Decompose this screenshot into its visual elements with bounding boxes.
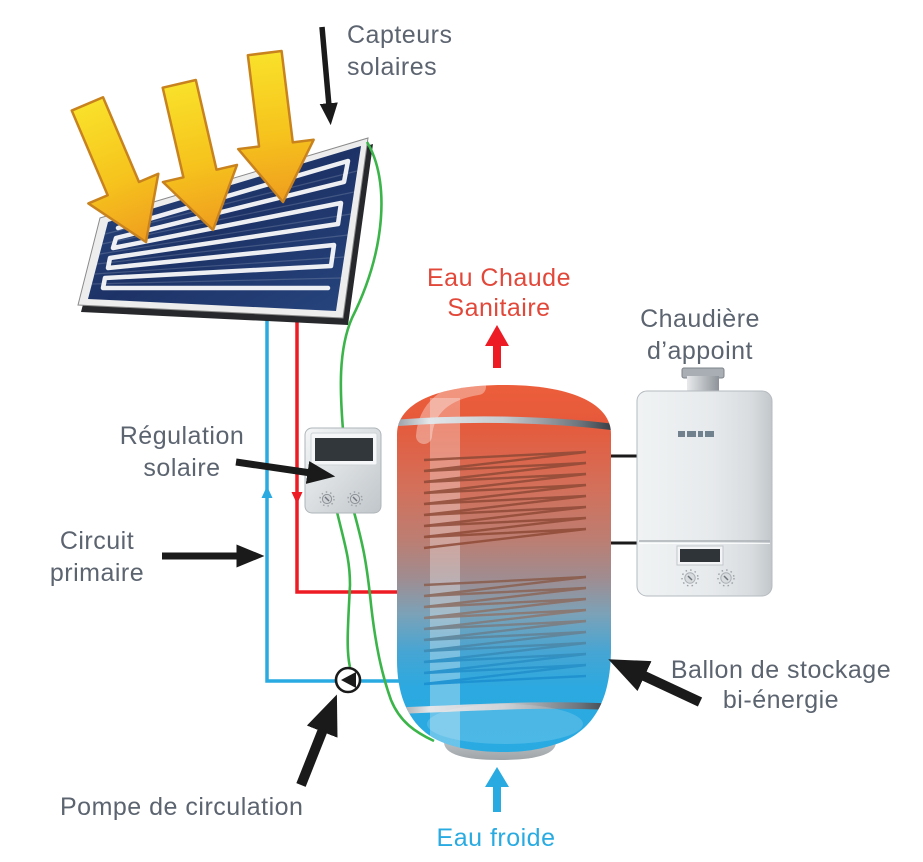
- label-capteurs-line1: Capteurs: [347, 21, 452, 49]
- tank-dome-highlight: [416, 385, 486, 444]
- hot-pipe: [295, 306, 408, 594]
- boiler-flue: [687, 376, 719, 393]
- cold-water-in-arrow-icon: [485, 767, 509, 812]
- boiler-knob-right: [717, 569, 735, 587]
- tank-details: [397, 385, 611, 748]
- circulation-pump-icon: [334, 666, 362, 694]
- boiler-body: [636, 390, 773, 597]
- label-circuit-line2: primaire: [50, 559, 144, 587]
- boiler-logo: [678, 431, 714, 437]
- boiler-display: [680, 549, 720, 562]
- pointer-arrows: [162, 26, 703, 787]
- label-eau-chaude-line2: Sanitaire: [447, 294, 550, 322]
- sensor-wires: [335, 141, 435, 743]
- pompe-pointer-arrow: [296, 694, 338, 787]
- upper-coil: [423, 450, 587, 550]
- label-chaudiere-line2: d’appoint: [647, 337, 753, 365]
- controller-knob-right: [347, 491, 363, 507]
- label-chaudiere-line1: Chaudière: [640, 305, 760, 333]
- wire-controller-to-tank: [352, 511, 435, 743]
- storage-tank: [397, 385, 611, 760]
- solar-controller: [304, 427, 382, 514]
- label-eau-froide: Eau froide: [437, 824, 556, 852]
- cold-flow-arrow-icon: [261, 486, 273, 498]
- label-ballon-line2: bi-énergie: [723, 686, 839, 714]
- hot-water-out-arrow-icon: [485, 325, 509, 368]
- solar-panel: [77, 137, 373, 325]
- boiler-knob-left: [681, 569, 699, 587]
- label-capteurs-line2: solaires: [347, 53, 437, 81]
- lower-coil: [423, 575, 587, 686]
- labels: Capteurs solaires Eau Chaude Sanitaire C…: [50, 21, 891, 852]
- label-pompe: Pompe de circulation: [60, 793, 303, 821]
- controller-knob-left: [319, 491, 335, 507]
- backup-boiler: [636, 367, 773, 597]
- hot-flow-arrow-icon: [291, 492, 303, 504]
- label-circuit-line1: Circuit: [60, 527, 134, 555]
- tank-bowl-highlight: [427, 704, 583, 744]
- absorber-coil: [100, 158, 351, 291]
- wire-panel-to-controller: [339, 141, 383, 431]
- label-ballon-line1: Ballon de stockage: [671, 656, 891, 684]
- wire-controller-to-pump: [335, 511, 352, 668]
- label-regulation-line2: solaire: [143, 454, 220, 482]
- tank-highlight-band: [430, 398, 460, 748]
- ballon-pointer-arrow: [608, 659, 703, 707]
- label-regulation-line1: Régulation: [120, 422, 245, 450]
- tank-top-band: [397, 416, 611, 431]
- capteurs-pointer-arrow: [319, 26, 338, 126]
- regulation-pointer-arrow: [235, 458, 336, 484]
- controller-display: [315, 438, 373, 461]
- label-eau-chaude-line1: Eau Chaude: [427, 264, 571, 292]
- tank-bottom-band: [397, 702, 611, 715]
